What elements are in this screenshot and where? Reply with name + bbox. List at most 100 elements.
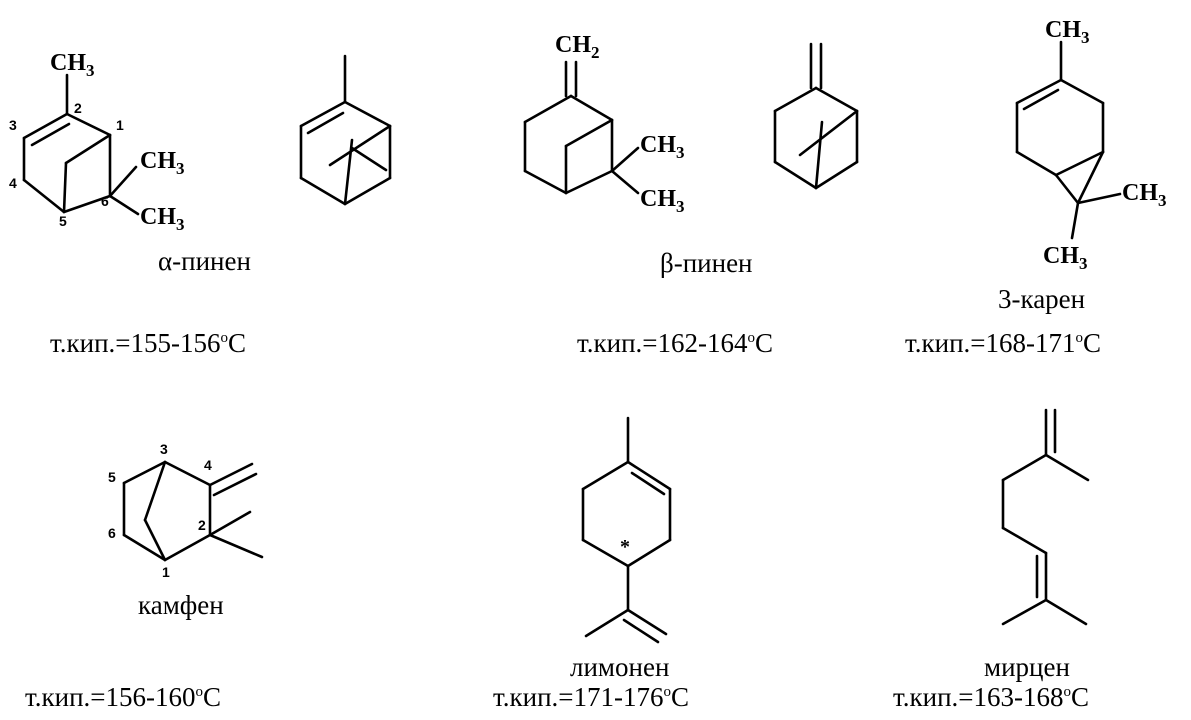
bridge-bond	[564, 118, 614, 148]
beta-pinene-structure: CH2 CH3 CH3	[523, 32, 685, 216]
atom-number: 2	[74, 100, 82, 116]
bond	[523, 94, 573, 124]
bond	[108, 194, 140, 216]
alpha-pinene-structure: CH3 CH3 CH3 1 2 3 4 5 6	[9, 50, 185, 234]
compound-name-myrcene: мирцен	[984, 652, 1070, 682]
bond	[569, 94, 614, 122]
bond	[299, 176, 347, 206]
bond	[1054, 150, 1105, 177]
methyl-group-label: CH3	[640, 186, 685, 216]
bridge-bond	[798, 109, 859, 157]
bond	[299, 100, 347, 128]
bond	[814, 86, 859, 113]
beta-pinene-skeletal-structure	[773, 42, 859, 190]
limonene-structure: *	[581, 416, 672, 644]
bridge-bond	[143, 460, 167, 522]
double-bond-line	[212, 472, 258, 497]
double-bond-line	[1022, 88, 1060, 111]
bridge-bond	[328, 124, 392, 167]
bond	[1001, 453, 1048, 482]
bond	[350, 146, 388, 172]
bond	[208, 510, 252, 537]
atom-number: 5	[108, 469, 116, 485]
methylene-group-label: CH2	[555, 32, 600, 62]
bond	[523, 169, 568, 195]
methyl-group-label: CH3	[50, 50, 95, 80]
bond	[122, 533, 167, 562]
boiling-point-myrcene: т.кип.=163-168oC	[893, 682, 1090, 712]
atom-number: 6	[108, 525, 116, 541]
double-bond-line	[30, 122, 71, 147]
atom-number: 3	[160, 441, 168, 457]
bond	[62, 194, 112, 214]
boiling-point-limonene: т.кип.=171-176oC	[493, 682, 690, 712]
bond	[1001, 598, 1048, 626]
double-bond-line	[622, 618, 660, 644]
bond	[610, 146, 640, 173]
bond	[1070, 201, 1080, 240]
bond	[626, 460, 672, 491]
bond	[610, 169, 640, 195]
bond	[163, 460, 212, 487]
bond	[773, 160, 818, 190]
bond	[208, 533, 264, 559]
compound-name-alpha-pinene: α-пинен	[158, 246, 251, 276]
boiling-point-3-carene: т.кип.=168-171oC	[905, 328, 1102, 358]
bond	[581, 538, 630, 568]
double-bond-line	[630, 471, 666, 496]
bridge-bond	[62, 161, 68, 214]
bridge-bond	[64, 133, 112, 165]
methyl-group-label: CH3	[640, 132, 685, 162]
bond	[773, 86, 818, 113]
atom-number: 5	[59, 213, 67, 229]
bond	[564, 169, 614, 195]
methyl-group-label: CH3	[1122, 180, 1167, 210]
bond	[1044, 598, 1088, 626]
atom-number: 1	[116, 117, 124, 133]
atom-number: 6	[101, 193, 109, 209]
bond	[65, 112, 112, 137]
alpha-pinene-skeletal-structure	[299, 54, 392, 206]
bond	[626, 538, 672, 568]
bond	[122, 460, 167, 485]
compound-name-limonene: лимонен	[570, 652, 670, 682]
boiling-point-camphene: т.кип.=156-160oC	[25, 682, 222, 712]
bond	[22, 178, 66, 214]
bond	[1059, 78, 1105, 105]
myrcene-structure	[1001, 408, 1090, 626]
3-carene-structure: CH3 CH3 CH3	[1015, 17, 1167, 273]
bridge-bond	[814, 120, 824, 190]
chiral-center-marker: *	[620, 536, 630, 558]
bond	[1015, 78, 1063, 105]
boiling-point-alpha-pinene: т.кип.=155-156oC	[50, 328, 247, 358]
atom-number: 4	[9, 175, 17, 191]
bridge-bond	[143, 518, 167, 562]
bond	[343, 100, 392, 128]
bond	[584, 608, 630, 638]
atom-number: 2	[198, 517, 206, 533]
bond	[108, 165, 138, 198]
boiling-point-beta-pinene: т.кип.=162-164oC	[577, 328, 774, 358]
bond	[1044, 453, 1090, 482]
compound-name-3-carene: 3-карен	[998, 284, 1086, 314]
bond	[343, 176, 392, 206]
bond	[626, 608, 668, 636]
bond	[1015, 150, 1058, 177]
bond	[208, 462, 254, 487]
bond	[22, 112, 69, 140]
bond	[1001, 526, 1048, 555]
compound-name-beta-pinene: β-пинен	[660, 248, 753, 278]
methyl-group-label: CH3	[1045, 17, 1090, 47]
bond	[581, 460, 630, 491]
compound-name-camphene: камфен	[138, 590, 224, 620]
methyl-group-label: CH3	[140, 148, 185, 178]
atom-number: 1	[162, 564, 170, 580]
atom-number: 3	[9, 117, 17, 133]
methyl-group-label: CH3	[140, 204, 185, 234]
cyclopropane-bond	[1054, 173, 1080, 205]
atom-number: 4	[204, 457, 212, 473]
camphene-structure: 3 4 5 6 2 1	[108, 441, 264, 580]
bridge-bond	[343, 138, 354, 206]
